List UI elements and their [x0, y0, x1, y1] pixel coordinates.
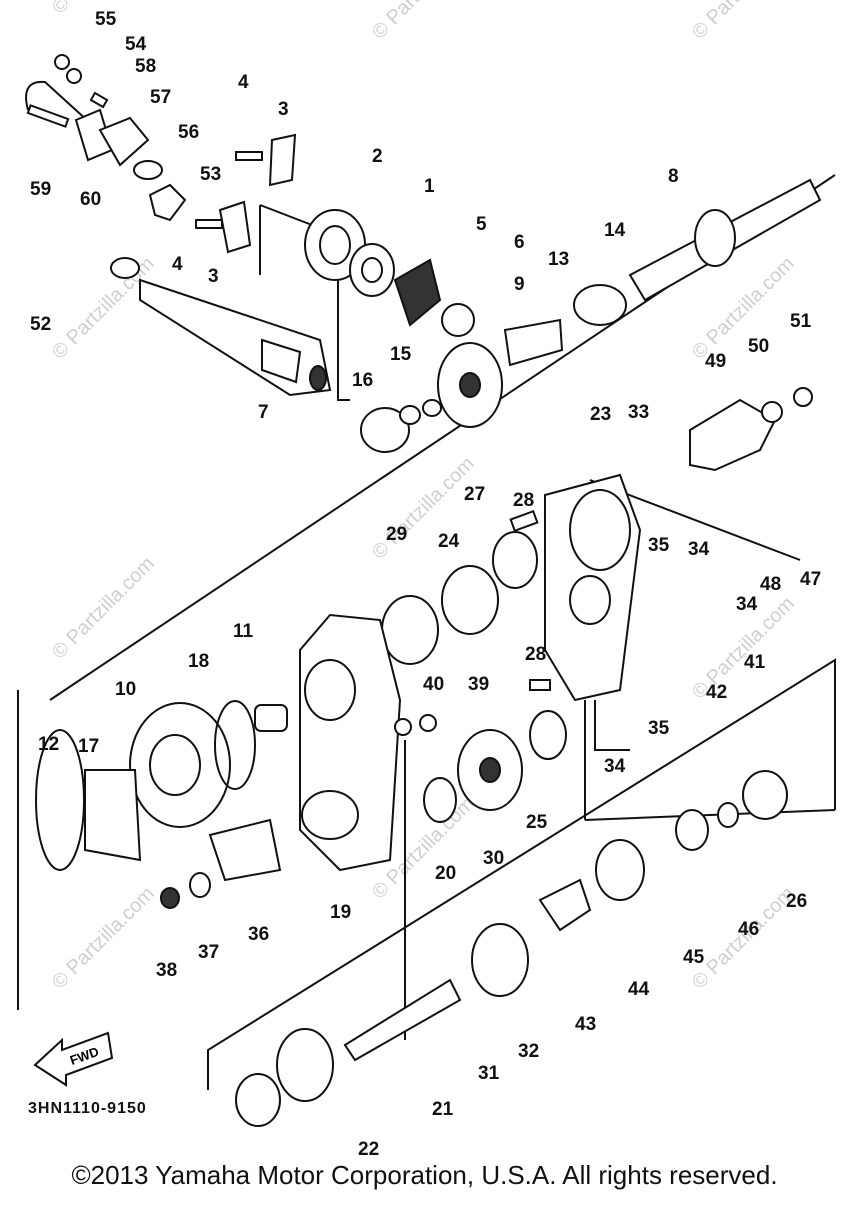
callout-34: 34 — [604, 756, 626, 777]
callout-30: 30 — [483, 848, 504, 869]
callout-21: 21 — [432, 1099, 454, 1120]
bearings-upper — [304, 178, 822, 453]
watermark: © Partzilla.com — [688, 253, 799, 364]
watermark: © Partzilla.com — [48, 883, 159, 994]
callout-6: 6 — [514, 232, 525, 253]
callout-28: 28 — [513, 490, 534, 511]
callout-57: 57 — [150, 87, 171, 108]
callout-22: 22 — [358, 1139, 379, 1160]
callout-4: 4 — [172, 254, 183, 275]
callout-25: 25 — [526, 812, 548, 833]
callout-39: 39 — [468, 674, 489, 695]
watermark: © Partzilla.com — [688, 0, 799, 44]
callout-47: 47 — [800, 569, 821, 590]
gears-lower — [160, 710, 788, 1127]
callout-49: 49 — [705, 351, 726, 372]
callout-42: 42 — [706, 682, 727, 703]
callout-59: 59 — [30, 179, 51, 200]
callout-45: 45 — [683, 947, 705, 968]
callout-12: 12 — [38, 734, 59, 755]
callout-37: 37 — [198, 942, 219, 963]
callout-18: 18 — [188, 651, 209, 672]
callout-28: 28 — [525, 644, 546, 665]
callout-44: 44 — [628, 979, 650, 1000]
callout-46: 46 — [738, 919, 759, 940]
callout-33: 33 — [628, 402, 649, 423]
watermark: © Partzilla.com — [48, 553, 159, 664]
middle-housing — [35, 473, 642, 872]
watermark: © Partzilla.com — [48, 253, 159, 364]
callout-23: 23 — [590, 404, 611, 425]
callout-7: 7 — [258, 402, 269, 423]
callout-3: 3 — [278, 99, 289, 120]
callout-24: 24 — [438, 531, 460, 552]
callout-34: 34 — [688, 539, 710, 560]
callout-50: 50 — [748, 336, 769, 357]
callout-1: 1 — [424, 176, 435, 197]
callout-3: 3 — [208, 266, 219, 287]
callout-29: 29 — [386, 524, 407, 545]
callout-56: 56 — [178, 122, 199, 143]
callout-17: 17 — [78, 736, 99, 757]
callout-35: 35 — [648, 718, 670, 739]
diagram-code: 3HN1110-9150 — [28, 1100, 147, 1117]
callout-27: 27 — [464, 484, 485, 505]
watermark: © Partzilla.com — [368, 0, 479, 44]
callout-48: 48 — [760, 574, 781, 595]
callout-26: 26 — [786, 891, 807, 912]
callout-60: 60 — [80, 189, 101, 210]
callout-55: 55 — [95, 9, 117, 30]
callout-15: 15 — [390, 344, 412, 365]
copyright-notice: ©2013 Yamaha Motor Corporation, U.S.A. A… — [71, 1160, 778, 1190]
yoke-49 — [689, 387, 813, 472]
callout-14: 14 — [604, 220, 626, 241]
callout-8: 8 — [668, 166, 679, 187]
callout-43: 43 — [575, 1014, 596, 1035]
callout-31: 31 — [478, 1063, 500, 1084]
callout-11: 11 — [233, 621, 254, 642]
callout-52: 52 — [30, 314, 51, 335]
callout-53: 53 — [200, 164, 221, 185]
callout-35: 35 — [648, 535, 670, 556]
callout-20: 20 — [435, 863, 456, 884]
callout-34: 34 — [736, 594, 758, 615]
callout-58: 58 — [135, 56, 156, 77]
speedometer-parts — [25, 54, 187, 222]
callout-16: 16 — [352, 370, 373, 391]
callout-19: 19 — [330, 902, 351, 923]
callout-5: 5 — [476, 214, 487, 235]
watermark: © Partzilla.com — [368, 453, 479, 564]
callout-9: 9 — [514, 274, 525, 295]
callout-4: 4 — [238, 72, 249, 93]
fwd-arrow: FWD — [33, 1031, 114, 1087]
callout-10: 10 — [115, 679, 136, 700]
callout-36: 36 — [248, 924, 269, 945]
callout-40: 40 — [423, 674, 444, 695]
callout-2: 2 — [372, 146, 383, 167]
callout-41: 41 — [744, 652, 766, 673]
callout-38: 38 — [156, 960, 177, 981]
callout-51: 51 — [790, 311, 812, 332]
callout-13: 13 — [548, 249, 569, 270]
callout-32: 32 — [518, 1041, 539, 1062]
callout-54: 54 — [125, 34, 147, 55]
bracket-3 — [195, 133, 297, 254]
drive-shaft-52 — [110, 257, 332, 397]
